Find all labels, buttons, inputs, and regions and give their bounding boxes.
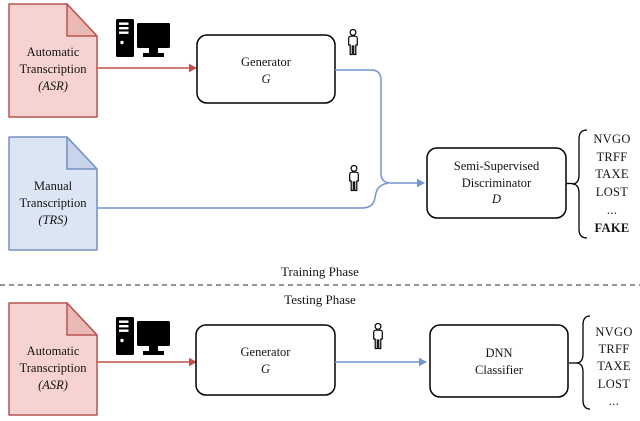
doc-line: (ASR) [38, 79, 68, 93]
output-item: TRFF [598, 342, 630, 357]
trs-doc-label: Manual Transcription (TRS) [9, 178, 97, 229]
generator-label-training: Generator G [197, 54, 335, 88]
output-item: LOST [595, 185, 629, 200]
doc-line: (TRS) [38, 213, 68, 227]
node-title: Semi-Supervised [453, 159, 540, 173]
dnn-classifier-label: DNN Classifier [430, 345, 568, 378]
node-title: DNN [485, 346, 513, 360]
asr-document-testing [8, 302, 98, 416]
person-icon [349, 164, 359, 192]
generator-box-training [196, 34, 336, 104]
asr-to-generator-arrow-testing [97, 357, 197, 367]
computer-icon [116, 317, 170, 355]
doc-line: Automatic [26, 45, 80, 59]
doc-line: Transcription [19, 361, 87, 375]
asr-doc-label-training: Automatic Transcription (ASR) [9, 44, 97, 95]
trs-document-training [8, 136, 98, 251]
output-item: ... [608, 393, 620, 408]
output-item-fake: FAKE [594, 220, 630, 235]
node-title: Discriminator [461, 175, 532, 190]
doc-line: Automatic [26, 344, 80, 358]
node-title: Classifier [475, 362, 523, 377]
person-icon [373, 322, 383, 350]
testing-outputs-list: NVGO TRFF TAXE LOST ... [586, 324, 640, 410]
asr-to-generator-arrow [97, 63, 197, 73]
doc-line: Manual [33, 179, 73, 193]
generator-box-testing [195, 324, 336, 396]
output-item: TAXE [595, 167, 629, 182]
generator-to-discriminator-line [335, 69, 425, 188]
output-item: TAXE [597, 359, 631, 374]
node-title: Generator [240, 345, 291, 359]
dnn-classifier-box [429, 324, 569, 398]
output-item: LOST [597, 376, 631, 391]
output-item: NVGO [593, 132, 631, 146]
node-title: Generator [241, 55, 291, 69]
node-symbol: G [261, 72, 271, 86]
node-symbol: G [260, 362, 271, 376]
doc-line: (ASR) [38, 378, 68, 392]
node-symbol: D [491, 192, 502, 206]
generator-to-classifier-arrow [335, 357, 427, 367]
generator-label-testing: Generator G [196, 344, 335, 378]
testing-outputs-brace [575, 315, 591, 410]
output-item: TRFF [596, 149, 628, 164]
asr-doc-label-testing: Automatic Transcription (ASR) [9, 343, 97, 394]
discriminator-label: Semi-Supervised Discriminator D [427, 158, 566, 208]
output-item: NVGO [595, 325, 633, 339]
testing-phase-label: Testing Phase [284, 292, 356, 307]
trs-to-discriminator-line [97, 182, 389, 209]
asr-document-training [8, 3, 98, 118]
person-icon [348, 28, 358, 56]
doc-line: Transcription [19, 62, 87, 76]
output-item: ... [606, 202, 618, 217]
training-outputs-brace [571, 129, 588, 239]
doc-line: Transcription [19, 196, 87, 210]
training-phase-label: Training Phase [281, 264, 359, 279]
training-outputs-list: NVGO TRFF TAXE LOST ... FAKE [584, 131, 640, 237]
computer-icon [116, 19, 170, 57]
